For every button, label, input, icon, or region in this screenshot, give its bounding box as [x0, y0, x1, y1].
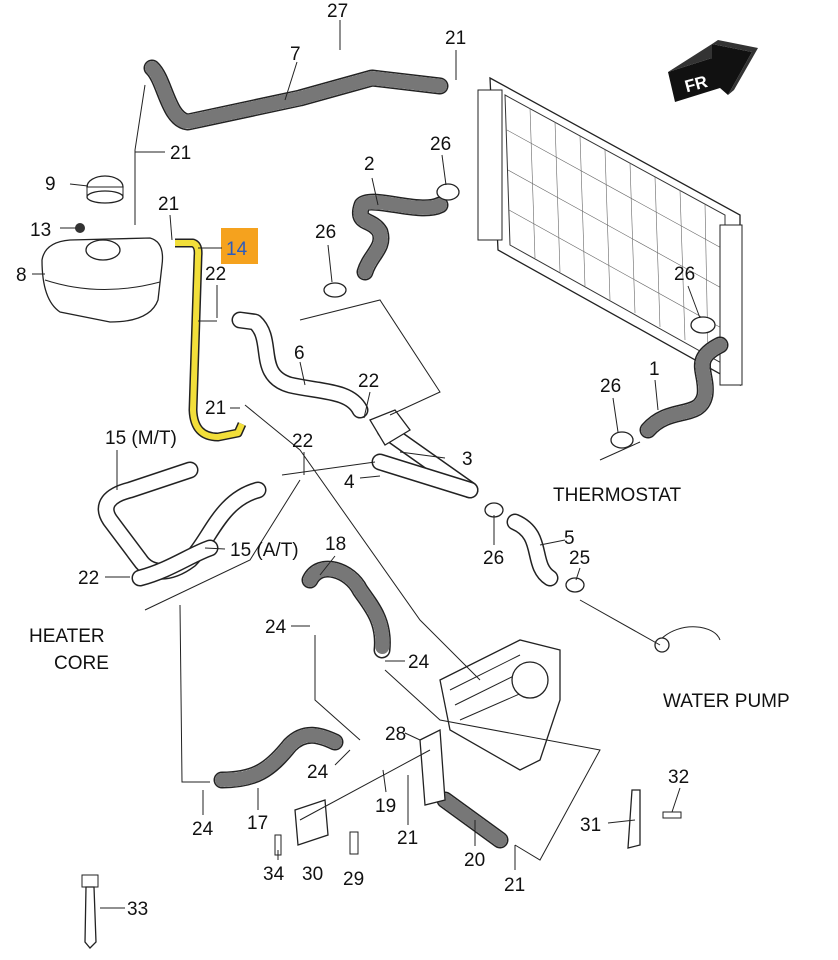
callout-33: 33 [127, 899, 148, 920]
callout-21: 21 [445, 28, 466, 49]
callout-19: 19 [375, 796, 396, 817]
front-direction-arrow-icon: FR [668, 40, 758, 102]
callout-4: 4 [344, 472, 355, 493]
callout-26: 26 [674, 264, 695, 285]
engine-intake-assembly [439, 639, 561, 771]
callout-18: 18 [325, 534, 346, 555]
callout-5: 5 [564, 528, 575, 549]
hose-14-highlighted [175, 238, 247, 442]
callout-15-mt: 15 (M/T) [105, 428, 177, 449]
callout-20: 20 [464, 850, 485, 871]
callout-21: 21 [504, 875, 525, 896]
callout-13: 13 [30, 220, 51, 241]
reservoir-cap [86, 175, 124, 204]
callout-15-at: 15 (A/T) [230, 540, 299, 561]
callout-34: 34 [263, 864, 285, 885]
callout-labels: 27 21 7 21 9 2 26 21 13 14 26 8 22 26 6 … [16, 1, 695, 920]
callout-22: 22 [292, 431, 313, 452]
callout-25: 25 [569, 548, 590, 569]
highlight-box [221, 228, 258, 264]
callout-3: 3 [462, 449, 473, 470]
coolant-reservoir [41, 237, 164, 323]
heater-core-label-line1: HEATER [29, 626, 105, 647]
callout-26: 26 [483, 548, 504, 569]
radiator [477, 76, 743, 387]
callout-24: 24 [408, 652, 430, 673]
callout-26: 26 [315, 222, 336, 243]
callout-22: 22 [358, 371, 379, 392]
callout-27: 27 [327, 1, 348, 22]
callout-2: 2 [364, 154, 375, 175]
callout-24: 24 [265, 617, 287, 638]
callout-14: 14 [226, 239, 248, 260]
heater-core-label-line2: CORE [54, 653, 109, 674]
callout-22: 22 [78, 568, 99, 589]
callout-21: 21 [158, 194, 179, 215]
callout-17: 17 [247, 813, 268, 834]
water-pump-label: WATER PUMP [663, 691, 790, 712]
callout-26: 26 [430, 134, 451, 155]
callout-24: 24 [307, 762, 329, 783]
leader-lines [32, 20, 701, 909]
callout-9: 9 [45, 174, 56, 195]
callout-6: 6 [294, 343, 305, 364]
callout-29: 29 [343, 869, 364, 890]
callout-7: 7 [290, 44, 301, 65]
callout-28: 28 [385, 724, 406, 745]
callout-8: 8 [16, 265, 27, 286]
callout-21: 21 [170, 143, 191, 164]
callout-1: 1 [649, 359, 660, 380]
callout-24: 24 [192, 819, 214, 840]
thermostat-label: THERMOSTAT [553, 485, 681, 506]
callout-21: 21 [397, 828, 418, 849]
callout-26: 26 [600, 376, 621, 397]
callout-21: 21 [205, 398, 226, 419]
callout-32: 32 [668, 767, 689, 788]
callout-31: 31 [580, 815, 601, 836]
callout-22: 22 [205, 264, 226, 285]
callout-30: 30 [302, 864, 323, 885]
